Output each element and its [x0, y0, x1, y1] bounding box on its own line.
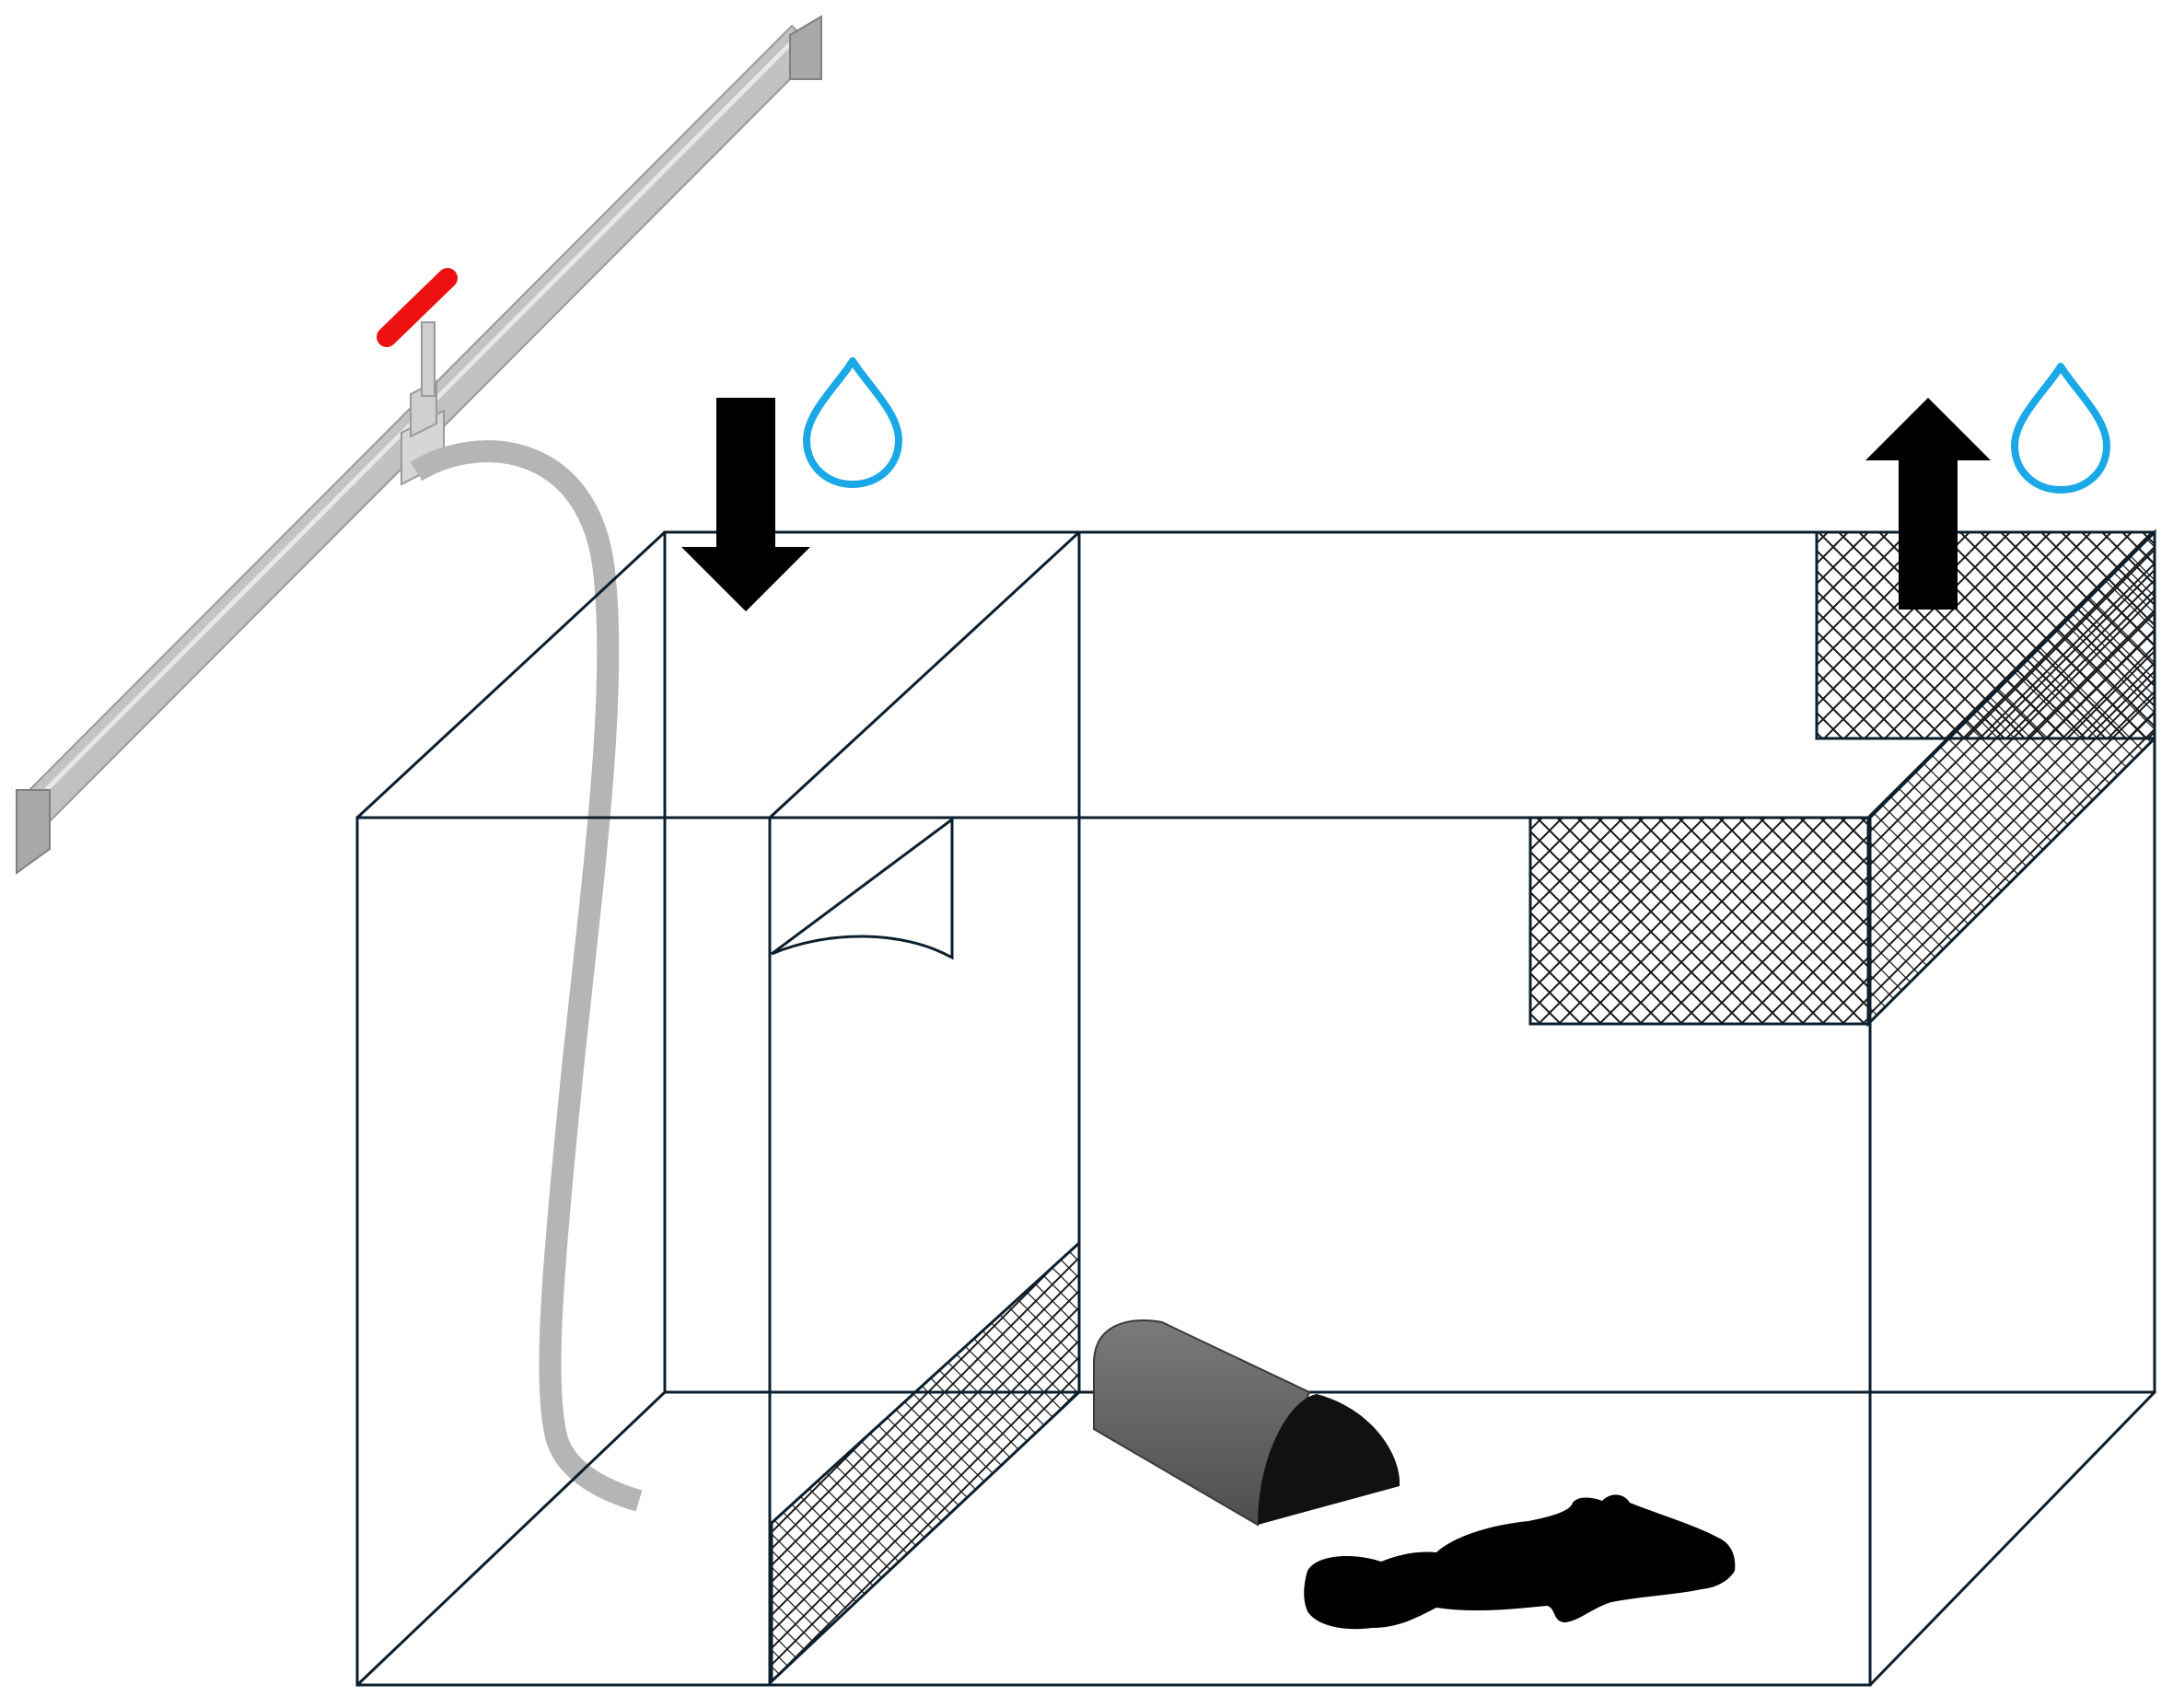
divider-panel [768, 530, 1081, 1685]
shelter-tube [1093, 1319, 1400, 1527]
outflow-mesh-screen [1528, 529, 2156, 1028]
water-drop-icon [803, 357, 902, 488]
fish-silhouette [1304, 1494, 1736, 1630]
valve-handle [377, 268, 458, 397]
mesh-screen-divider [770, 1239, 1081, 1685]
supply-pipe [15, 15, 822, 875]
baffle-flap [771, 817, 954, 960]
water-drop-icon [2011, 363, 2110, 494]
arrow-up-icon [1865, 398, 1991, 610]
arrow-down-icon [681, 398, 810, 611]
inflow-hose [410, 440, 643, 1512]
